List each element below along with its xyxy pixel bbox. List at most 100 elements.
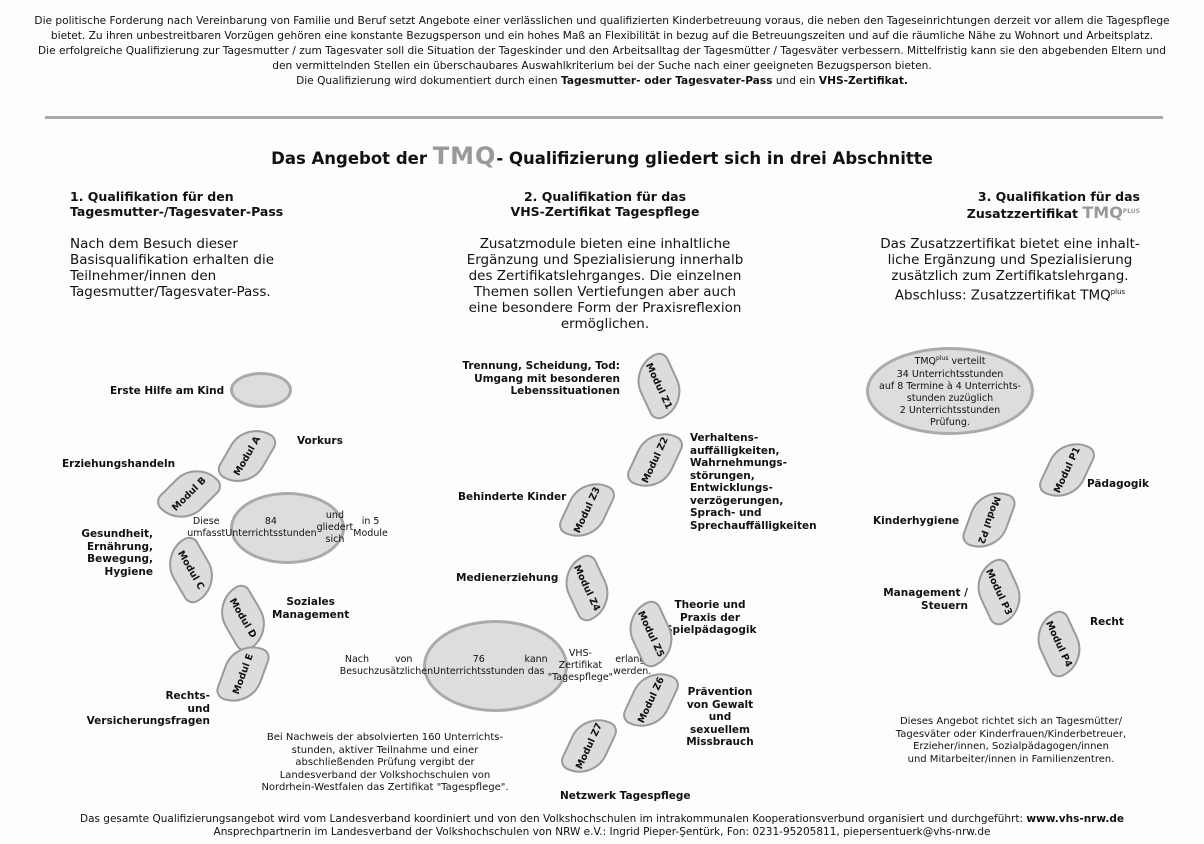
label-kinderhygiene: Kinderhygiene: [873, 515, 960, 527]
intro-bold-certificate: VHS-Zertifikat.: [818, 75, 908, 87]
text-line: Theorie und: [674, 599, 746, 611]
text-line: Dieses Angebot richtet sich an Tagesmütt…: [899, 716, 1123, 727]
text-line: Spielpädagogik: [665, 624, 757, 636]
text-line: Abschluss: Zusatzzertifikat TMQplus: [894, 287, 1126, 304]
col3-text: Das Zusatzzertifikat bietet eine inhalt-…: [860, 236, 1160, 304]
text-line: Nordrhein-Westfalen das Zertifikat "Tage…: [261, 782, 509, 793]
text-line: Lebenssituationen: [510, 385, 620, 397]
text-line: Sprechauffälligkeiten: [690, 519, 817, 532]
tmq-plus-sup: PLUS: [1122, 208, 1140, 215]
module-label: Modul D: [227, 596, 259, 640]
tmq-sup: plus: [936, 355, 949, 363]
text-line: verzögerungen,: [690, 494, 784, 507]
text-line: Erzieher/innen, Sozialpädagogen/innen: [913, 741, 1109, 752]
text-line: Bei Nachweis der absolvierten 160 Unterr…: [266, 732, 504, 743]
label-verhalten: Verhaltens-auffälligkeiten,Wahrnehmungs-…: [690, 432, 817, 532]
module-label: Modul Z6: [635, 675, 667, 725]
text-line: von Gewalt: [686, 698, 754, 711]
text-line: zusätzlich zum Zertifikatslehrgang.: [891, 268, 1129, 284]
title-part: - Qualifizierung gliedert sich in drei A…: [496, 149, 933, 168]
module-segment: Modul P4: [1027, 607, 1091, 681]
module-label: Modul E: [230, 652, 256, 696]
text-line: 76 Unterrichtsstunden: [433, 654, 525, 677]
text-line: Teilnehmer/innen den: [70, 268, 217, 284]
text-line: Das Zusatzzertifikat bietet eine inhalt-: [880, 236, 1140, 252]
empty-ellipse: [230, 372, 292, 408]
heading-text: Zusatzzertifikat: [966, 206, 1083, 222]
intro-text-part: und ein: [772, 75, 819, 87]
text-line: liche Ergänzung und Spezialisierung: [887, 252, 1133, 268]
ellipse-text: verteilt: [948, 356, 986, 368]
footer-text: Das gesamte Qualifizierungsangebot wird …: [79, 813, 1027, 825]
text-line: abschließenden Prüfung vergibt der: [295, 757, 475, 768]
text-line: Verhaltens-: [690, 432, 759, 444]
label-erste-hilfe: Erste Hilfe am Kind: [110, 385, 225, 397]
module-label: Modul C: [175, 548, 207, 592]
text-line: ermöglichen.: [560, 316, 650, 332]
text-line: sexuellem: [689, 723, 750, 736]
text-line: Tagesmutter/Tagesvater-Pass.: [70, 284, 271, 300]
text-line: kann das: [524, 654, 548, 677]
text-line: Entwicklungs-: [690, 482, 773, 494]
text-line: Ergänzung und Spezialisierung innerhalb: [466, 252, 744, 268]
module-label: Modul Z7: [573, 721, 605, 771]
heading-line: 2. Qualifikation für das: [523, 189, 687, 204]
module-label: Modul Z1: [643, 361, 675, 411]
footer-website-link[interactable]: www.vhs-nrw.de: [1026, 813, 1124, 825]
tmq-plus-sup: plus: [1110, 288, 1126, 296]
intro-bold-pass: Tagesmutter- oder Tagesvater-Pass: [560, 75, 773, 87]
text-line: Trennung, Scheidung, Tod:: [462, 360, 620, 372]
footer-line-2: Ansprechpartnerin im Landesverband der V…: [213, 826, 991, 838]
text-line: Landesverband der Volkshochschulen von: [279, 769, 491, 781]
intro-paragraph-2: Die erfolgreiche Qualifizierung zur Tage…: [37, 45, 1166, 72]
module-label: Modul P3: [983, 567, 1015, 617]
text-line: Umgang mit besonderen: [474, 372, 620, 385]
label-vorkurs: Vorkurs: [297, 435, 343, 447]
text-line: Versicherungsfragen: [86, 715, 210, 727]
tmq-plus-logo: TMQ: [1082, 203, 1123, 223]
label-medienerziehung: Medienerziehung: [456, 572, 559, 584]
text-line: Bewegung,: [87, 553, 153, 565]
title-part: Das Angebot der: [271, 149, 433, 168]
text-line: Sprach- und: [690, 507, 762, 519]
text-line: Missbrauch: [686, 736, 754, 748]
text-line: erlangt werden.: [613, 654, 652, 677]
text-line: Themen sollen Vertiefungen aber auch: [473, 284, 737, 300]
text-line: Diese umfasst: [187, 516, 226, 539]
module-label: Modul Z2: [639, 435, 671, 485]
intro-text-part: Die Qualifizierung wird dokumentiert dur…: [296, 75, 561, 87]
module-segment: Modul D: [210, 581, 276, 655]
text-line: Nach Besuch: [339, 654, 375, 677]
text-line: Tagesväter oder Kinderfrauen/Kinderbetre…: [895, 728, 1127, 740]
text-line: und gliedert sich: [316, 510, 354, 545]
text-line: störungen,: [690, 469, 755, 482]
text-line: Soziales: [286, 596, 335, 608]
intro-text: Die politische Forderung nach Vereinbaru…: [30, 14, 1174, 89]
module-label: Modul Z5: [635, 609, 667, 659]
module-segment: Modul Z2: [623, 423, 687, 497]
module-segment: Modul E: [213, 638, 273, 710]
label-netzwerk: Netzwerk Tagespflege: [560, 790, 691, 802]
text-line: von zusätzlichen: [374, 654, 434, 677]
text-line: 2 Unterrichtsstunden: [899, 404, 1001, 416]
text-line: Basisqualifikation erhalten die: [70, 252, 275, 268]
text-line: Gesundheit,: [81, 528, 153, 540]
text-line: auffälligkeiten,: [690, 444, 780, 457]
text-line: 84 Unterrichtsstunden: [225, 516, 317, 539]
module-segment: Modul P1: [1035, 433, 1099, 507]
text-line: Ernährung,: [86, 540, 153, 553]
tmq-logo: TMQ: [432, 142, 497, 170]
label-paedagogik: Pädagogik: [1087, 478, 1149, 490]
module-segment: Modul C: [158, 533, 224, 607]
text-line: auf 8 Termine à 4 Unterrichts-: [879, 380, 1021, 392]
